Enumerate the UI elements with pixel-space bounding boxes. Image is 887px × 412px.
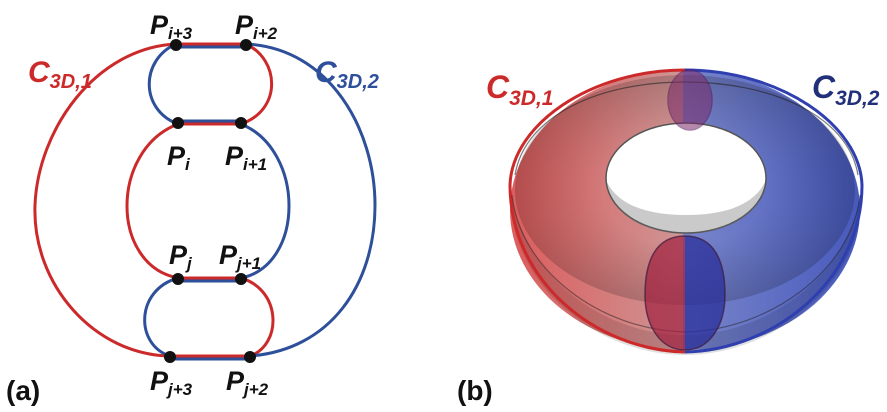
point-label-j1: Pj+1 bbox=[219, 240, 261, 273]
torus-cross-section-outline bbox=[644, 235, 726, 351]
red-top-right-loop bbox=[240, 42, 274, 126]
point-label-i3: Pi+3 bbox=[150, 10, 193, 43]
blue-outer-right-arc bbox=[245, 42, 377, 358]
point-label-j3: Pj+3 bbox=[150, 366, 193, 399]
torus-cross-section-top bbox=[667, 69, 713, 131]
blue-top-left-loop bbox=[147, 42, 179, 126]
torus-cross-section-bottom-blue bbox=[685, 236, 725, 350]
torus-outer-rim-blue bbox=[684, 68, 864, 354]
torus-cross-section-bottom-red bbox=[645, 236, 685, 350]
curve-c3d1 bbox=[33, 42, 275, 358]
point-label-i1: Pi+1 bbox=[225, 141, 267, 174]
point-marker bbox=[240, 39, 252, 51]
blue-middle-right-arc bbox=[240, 122, 291, 280]
curve2-label-a: C3D,2 bbox=[315, 56, 379, 93]
point-label-i: Pi bbox=[167, 141, 191, 174]
red-middle-left-arc bbox=[125, 122, 179, 280]
panel-a-tag: (a) bbox=[6, 375, 40, 406]
point-marker bbox=[170, 39, 182, 51]
torus-surface bbox=[508, 68, 864, 355]
blue-bottom-left-loop bbox=[143, 276, 179, 358]
junction-points bbox=[164, 39, 256, 363]
curve-c3d2 bbox=[143, 42, 377, 361]
point-label-j2: Pj+2 bbox=[226, 366, 269, 399]
red-bottom-right-loop bbox=[240, 276, 275, 358]
curve1-label-a: C3D,1 bbox=[28, 56, 92, 93]
point-marker bbox=[172, 117, 184, 129]
point-marker bbox=[164, 351, 176, 363]
point-marker bbox=[244, 351, 256, 363]
curve2-label-b: C3D,2 bbox=[812, 69, 880, 110]
torus-outer-rim-red bbox=[508, 68, 686, 354]
panel-b: C3D,1 C3D,2 (b) bbox=[457, 68, 880, 406]
curve1-label-b: C3D,1 bbox=[486, 69, 553, 110]
point-marker bbox=[235, 117, 247, 129]
panel-a: Pi+3 Pi+2 Pi Pi+1 Pj Pj+1 Pj+3 Pj+2 C3D,… bbox=[6, 10, 379, 406]
red-outer-left-arc bbox=[33, 42, 177, 358]
point-label-i2: Pi+2 bbox=[235, 10, 278, 43]
panel-b-tag: (b) bbox=[457, 375, 493, 406]
point-labels: Pi+3 Pi+2 Pi Pi+1 Pj Pj+1 Pj+3 Pj+2 bbox=[150, 10, 278, 399]
point-label-j: Pj bbox=[169, 240, 193, 273]
point-marker bbox=[172, 273, 184, 285]
torus-hole-wall bbox=[606, 180, 766, 233]
point-marker bbox=[235, 273, 247, 285]
